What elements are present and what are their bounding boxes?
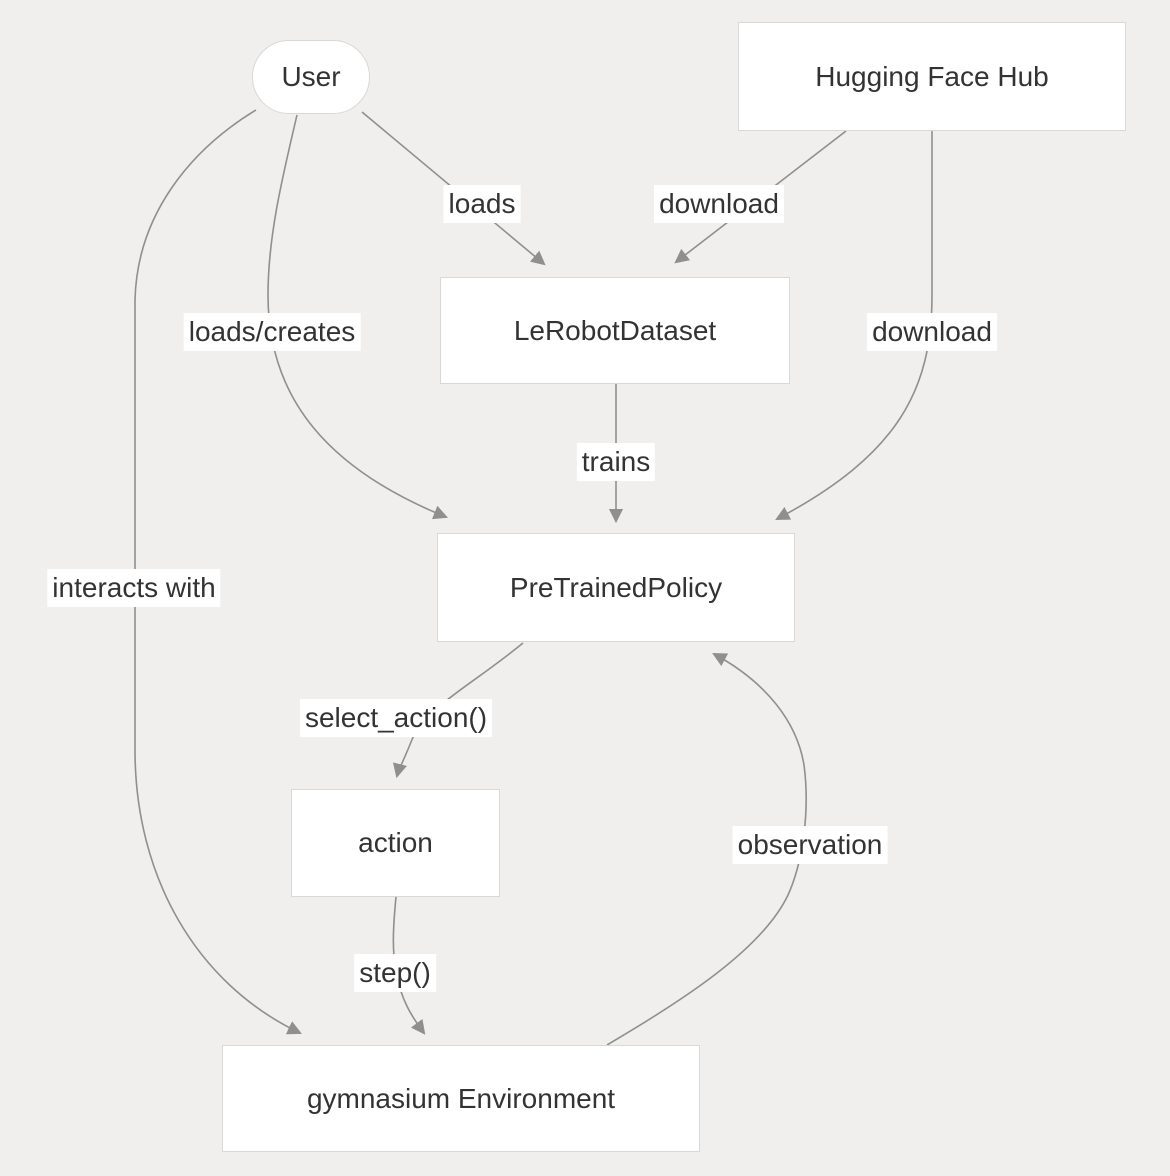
node-hugging-face-hub-label: Hugging Face Hub [815, 60, 1049, 92]
edge-label-download-policy: download [867, 313, 997, 351]
edge-label-interacts-with: interacts with [47, 569, 221, 607]
node-action-label: action [358, 827, 433, 858]
node-pretrainedpolicy: PreTrainedPolicy [437, 533, 795, 642]
node-hugging-face-hub: Hugging Face Hub [738, 22, 1126, 131]
node-lerobotdataset: LeRobotDataset [440, 277, 790, 384]
node-user: User [252, 40, 370, 114]
edge-user-env [134, 109, 302, 1035]
node-gymnasium-environment-label: gymnasium Environment [306, 1082, 616, 1114]
edge-label-select-action: select_action() [299, 699, 493, 737]
edge-label-observation: observation [732, 826, 888, 864]
edge-user-policy [267, 114, 449, 520]
edge-label-loads: loads [443, 185, 521, 223]
edge-label-trains: trains [576, 443, 656, 481]
node-action: action [291, 789, 500, 897]
node-pretrainedpolicy-label: PreTrainedPolicy [509, 571, 723, 603]
node-user-label: User [281, 61, 341, 92]
node-gymnasium-environment: gymnasium Environment [222, 1045, 700, 1152]
edge-label-loads-creates: loads/creates [183, 313, 361, 351]
edge-label-download-dataset: download [654, 185, 784, 223]
edge-label-step: step() [354, 954, 436, 992]
node-lerobotdataset-label: LeRobotDataset [513, 314, 717, 346]
